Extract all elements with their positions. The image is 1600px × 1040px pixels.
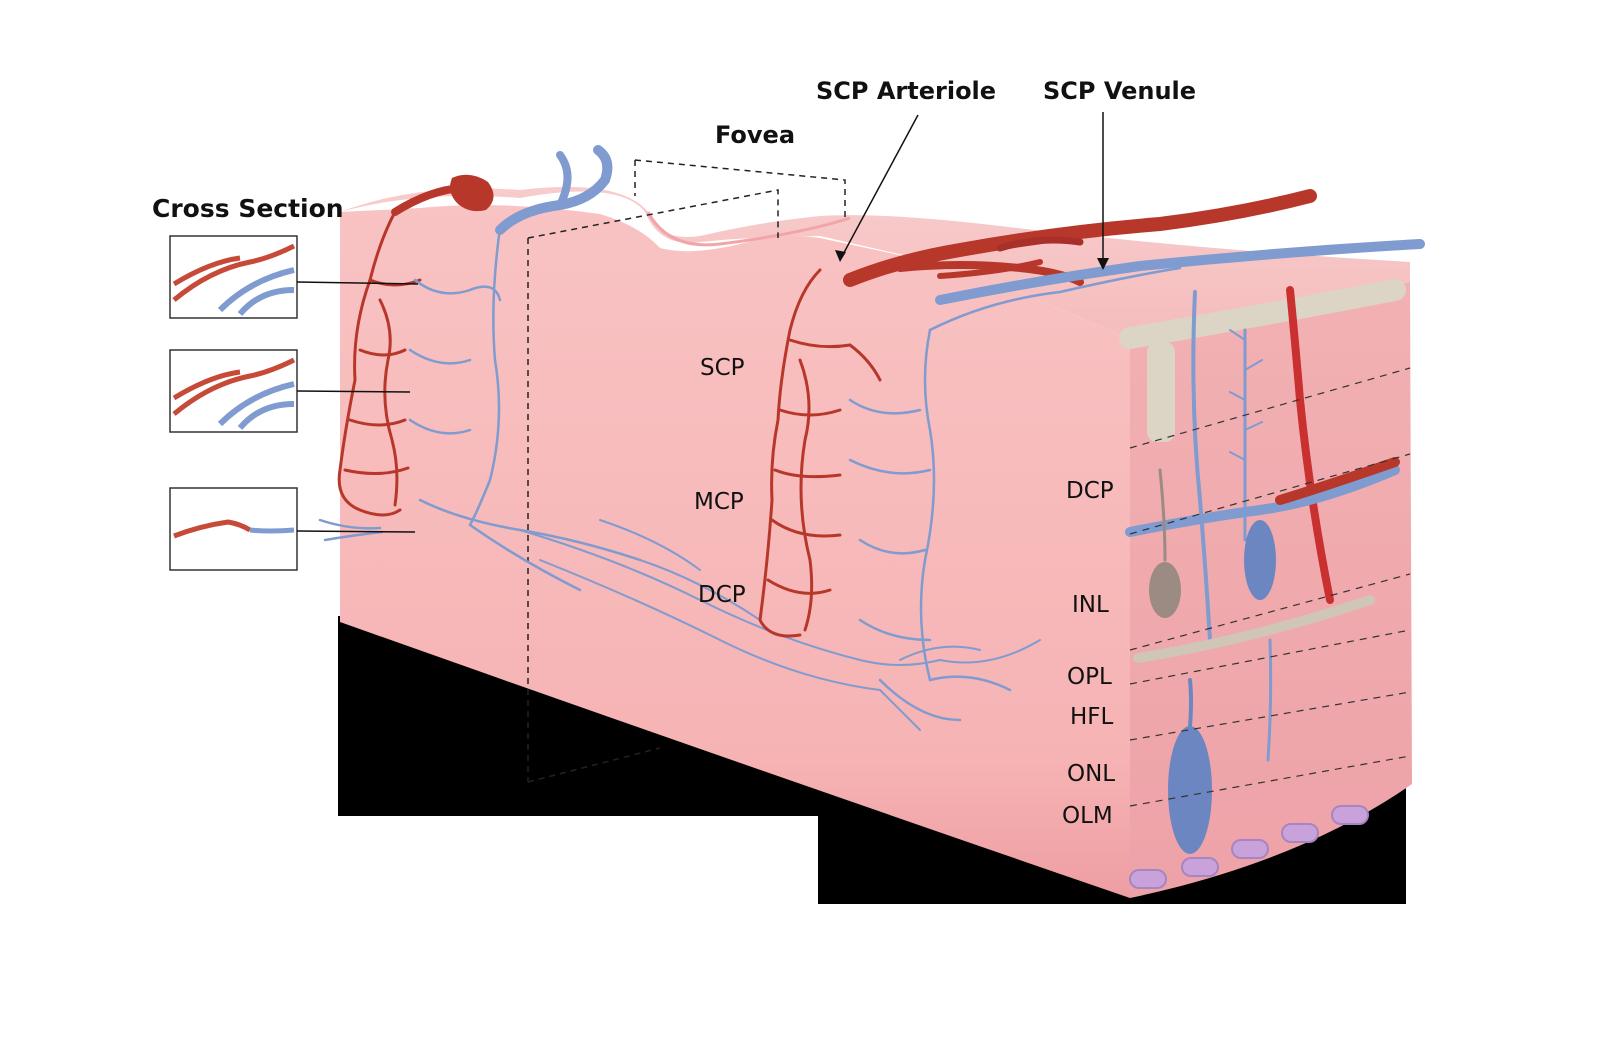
bipolar-cell [1244, 520, 1276, 600]
layer-label-hfl: HFL [1070, 704, 1114, 730]
photoreceptor-cell [1168, 726, 1212, 854]
foveal-pit [646, 211, 851, 247]
rpe-cells [1129, 805, 1369, 889]
fovea-label: Fovea [715, 121, 795, 149]
top-face [340, 186, 1410, 338]
opl-band [1133, 595, 1375, 663]
layer-label-scp: SCP [700, 355, 745, 381]
layer-label-dcp-right: DCP [1066, 478, 1114, 504]
front-face [340, 205, 1130, 898]
layer-label-onl: ONL [1067, 761, 1115, 787]
ganglion-axon [1147, 342, 1175, 442]
scp-arteriole-label: SCP Arteriole [816, 77, 996, 105]
cross-section-insets [169, 235, 298, 571]
middle-vascular-network [758, 266, 1182, 722]
layer-label-olm: OLM [1062, 803, 1113, 829]
horizontal-cell [1149, 562, 1181, 618]
layer-label-dcp-left: DCP [698, 582, 746, 608]
cross-section-label: Cross Section [152, 194, 344, 223]
scp-venule-arrowhead [1097, 258, 1109, 270]
fovea-dashed-outline [527, 159, 846, 783]
layer-label-opl: OPL [1067, 664, 1112, 690]
layer-boundaries [1129, 367, 1411, 807]
left-artery-clot [450, 174, 494, 212]
nerve-fiber-band [1119, 279, 1406, 349]
scp-venule-vessel [935, 239, 1425, 305]
left-vascular-network [318, 145, 642, 592]
layer-label-mcp: MCP [694, 489, 744, 515]
scp-arteriole-arrowhead [835, 250, 846, 262]
scp-arteriole-vessel [843, 189, 1317, 287]
right-face-cells [1119, 279, 1406, 854]
surface-vessels [843, 189, 1425, 305]
scp-venule-label: SCP Venule [1043, 77, 1196, 105]
deep-capillary-spread [519, 519, 1041, 731]
layer-label-inl: INL [1072, 592, 1109, 618]
leader-lines [296, 112, 1104, 533]
